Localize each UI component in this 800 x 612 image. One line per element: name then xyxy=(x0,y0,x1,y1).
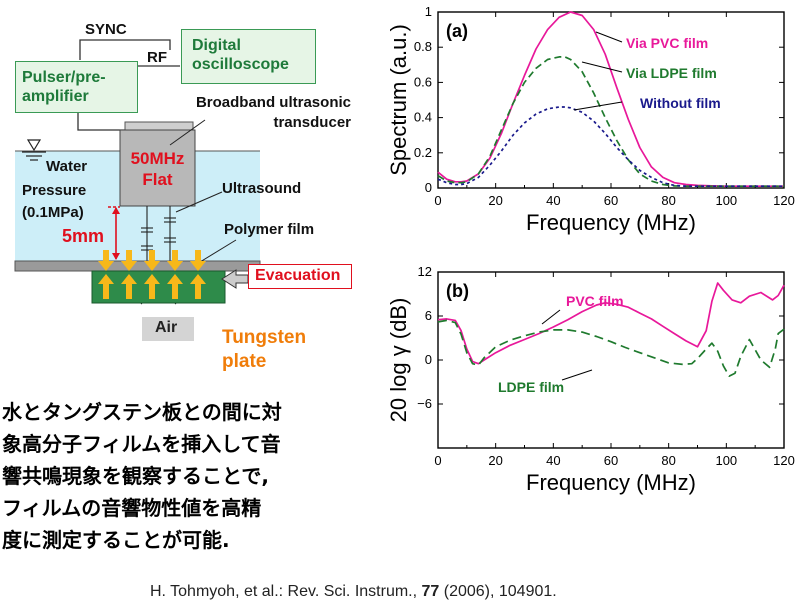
plot-frame xyxy=(437,11,785,189)
digital-oscilloscope-label: Digital oscilloscope xyxy=(192,37,289,73)
x-tick-label: 40 xyxy=(546,453,560,468)
pressure-label: Pressure (0.1MPa) xyxy=(22,182,87,221)
digital-oscilloscope[interactable]: Digital oscilloscope xyxy=(181,29,316,84)
x-tick-label: 0 xyxy=(434,193,441,208)
y-axis-label: 20 log γ (dB) xyxy=(386,298,411,423)
reference-volume: 77 xyxy=(421,583,440,600)
series-line-without-film xyxy=(437,106,784,188)
x-tick-label: 80 xyxy=(661,453,675,468)
description-line-3: 響共鳴現象を観察することで, xyxy=(2,464,269,488)
series-line-pvc-film xyxy=(437,282,785,365)
x-tick-label: 80 xyxy=(661,193,675,208)
x-tick-label: 100 xyxy=(715,193,737,208)
plot-frame xyxy=(437,271,785,449)
x-tick-label: 60 xyxy=(604,193,618,208)
legend-leader xyxy=(573,101,623,111)
evacuation-arrow xyxy=(221,269,249,289)
transducer-body xyxy=(119,129,196,207)
series-line-ldpe-film xyxy=(437,319,785,377)
y-tick-label: −6 xyxy=(417,396,432,411)
legend-label: Via LDPE film xyxy=(626,65,717,81)
legend-leader xyxy=(541,309,561,325)
sync-wire xyxy=(79,39,171,60)
description-line-1: 水とタングステン板との間に対 xyxy=(2,400,282,424)
transducer-leader xyxy=(169,119,206,146)
rf-label: RF xyxy=(147,49,167,66)
polymer-leader xyxy=(199,239,237,263)
x-axis-label: Frequency (MHz) xyxy=(526,470,696,495)
tungsten-plate xyxy=(91,270,226,304)
legend-label: LDPE film xyxy=(498,379,564,395)
description-line-2: 象高分子フィルムを挿入して音 xyxy=(2,432,281,456)
pulser-amplifier[interactable]: Pulser/pre- amplifier xyxy=(15,61,138,113)
legend-label: Without film xyxy=(640,95,721,111)
distance-label: 5mm xyxy=(62,226,105,246)
polymer-film-label: Polymer film xyxy=(224,221,315,238)
water-level-icon xyxy=(22,139,46,161)
description-line-4: フィルムの音響物性値を高精 xyxy=(2,496,262,520)
pulser-amplifier-label: Pulser/pre- amplifier xyxy=(22,69,106,105)
reference: H. Tohmyoh, et al.: Rev. Sci. Instrum., … xyxy=(150,583,557,601)
tungsten-label: Tungsten plate xyxy=(222,327,307,372)
legend-leader xyxy=(595,31,623,43)
reference-authors: H. Tohmyoh, et al.: Rev. Sci. Instrum., xyxy=(150,583,422,600)
legend-leader xyxy=(561,369,593,381)
pressure-arrows xyxy=(98,250,206,299)
x-tick-label: 20 xyxy=(488,193,502,208)
legend-label: Via PVC film xyxy=(626,35,708,51)
setup-diagram xyxy=(14,39,261,341)
x-tick-label: 100 xyxy=(715,453,737,468)
polymer-film xyxy=(14,260,261,272)
distance-marker xyxy=(108,206,120,260)
y-tick-label: 0.8 xyxy=(414,39,432,54)
y-tick-label: 0.4 xyxy=(414,110,432,125)
ultrasound-leader xyxy=(175,191,223,213)
x-tick-label: 120 xyxy=(773,453,795,468)
water-label: Water xyxy=(46,158,88,175)
x-tick-label: 120 xyxy=(773,193,795,208)
description-line-5: 度に測定することが可能. xyxy=(2,528,230,552)
x-tick-label: 60 xyxy=(604,453,618,468)
y-tick-label: 12 xyxy=(418,264,432,279)
transducer-label: Broadband ultrasonic transducer xyxy=(195,94,351,131)
sync-label: SYNC xyxy=(85,21,127,38)
reference-rest: (2006), 104901. xyxy=(439,583,557,600)
air-box xyxy=(142,317,194,341)
x-tick-label: 0 xyxy=(434,453,441,468)
y-tick-label: 1 xyxy=(425,4,432,19)
transducer-spec: 50MHz Flat xyxy=(130,149,185,189)
pulser-cable xyxy=(77,110,125,131)
air-label: Air xyxy=(155,319,178,336)
x-axis-label: Frequency (MHz) xyxy=(526,210,696,235)
evacuation-box: Evacuation xyxy=(248,264,352,289)
panel-label: (b) xyxy=(446,281,469,301)
y-tick-label: 0 xyxy=(425,180,432,195)
evacuation-label: Evacuation xyxy=(255,267,341,284)
y-tick-label: 0.2 xyxy=(414,145,432,160)
ultrasound-label: Ultrasound xyxy=(222,180,302,197)
y-tick-label: 0.6 xyxy=(414,74,432,89)
y-axis-label: Spectrum (a.u.) xyxy=(386,24,411,176)
x-tick-label: 20 xyxy=(488,453,502,468)
panel-label: (a) xyxy=(446,21,468,41)
y-tick-label: 6 xyxy=(425,308,432,323)
legend-leader xyxy=(581,61,623,73)
x-tick-label: 40 xyxy=(546,193,560,208)
y-tick-label: 0 xyxy=(425,352,432,367)
legend-label: PVC film xyxy=(566,293,624,309)
